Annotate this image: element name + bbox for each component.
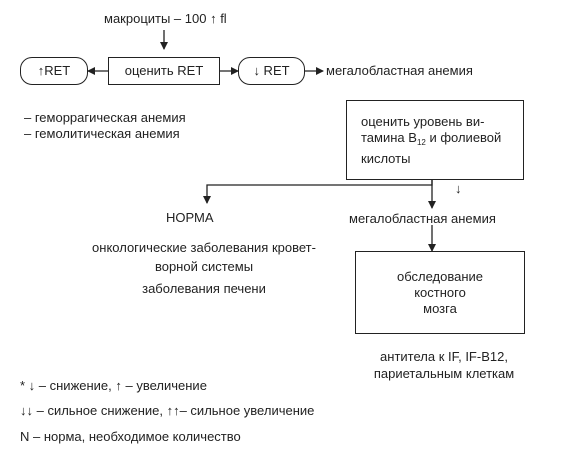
norm-label: НОРМА [166, 210, 214, 225]
assess-ret-box: оценить RET [108, 57, 220, 85]
macrocytes-label: макроциты – 100 ↑ fl [104, 11, 227, 26]
antibodies-line2: париетальным клеткам [373, 366, 515, 381]
assess-vitamin-line1: оценить уровень ви- [361, 113, 485, 129]
bone-marrow-line3: мозга [423, 300, 457, 316]
arrow-vit-to-norm [203, 180, 433, 204]
legend-line3: N – норма, необходимое количество [20, 429, 241, 444]
vitamin-b12-subscript: 12 [416, 137, 426, 147]
ret-low-pill: ↓ RET [238, 57, 305, 85]
ret-low-label: ↓ RET [253, 63, 290, 78]
antibodies-line1: антитела к IF, IF-B12, [380, 349, 508, 364]
oncology-line1: онкологические заболевания кровет- [92, 240, 316, 255]
hemolytic-anemia-text: – гемолитическая анемия [24, 126, 180, 141]
legend-line2: ↓↓ – сильное снижение, ↑↑– сильное увели… [20, 403, 315, 418]
assess-vitamin-line3: кислоты [361, 150, 411, 166]
assess-vitamin-box: оценить уровень ви- тамина B12 и фолиево… [346, 100, 524, 180]
bone-marrow-line2: костного [414, 284, 466, 300]
assess-ret-label: оценить RET [124, 63, 204, 78]
bone-marrow-line1: обследование [396, 268, 484, 284]
ret-high-pill: ↑RET [20, 57, 88, 85]
decrease-marker: ↓ [455, 181, 462, 196]
megaloblastic-anemia-top: мегалобластная анемия [326, 63, 473, 78]
legend-line1: * ↓ – снижение, ↑ – увеличение [20, 378, 207, 393]
megaloblastic-anemia-mid: мегалобластная анемия [349, 211, 496, 226]
oncology-line2: ворной системы [154, 259, 254, 274]
assess-vitamin-line2: тамина B12 и фолиевой [361, 129, 502, 147]
bone-marrow-box: обследование костного мозга [355, 251, 525, 334]
ret-high-label: ↑RET [37, 63, 71, 78]
liver-disease-text: заболевания печени [142, 281, 266, 296]
hemorrhagic-anemia-text: – геморрагическая анемия [24, 110, 186, 125]
